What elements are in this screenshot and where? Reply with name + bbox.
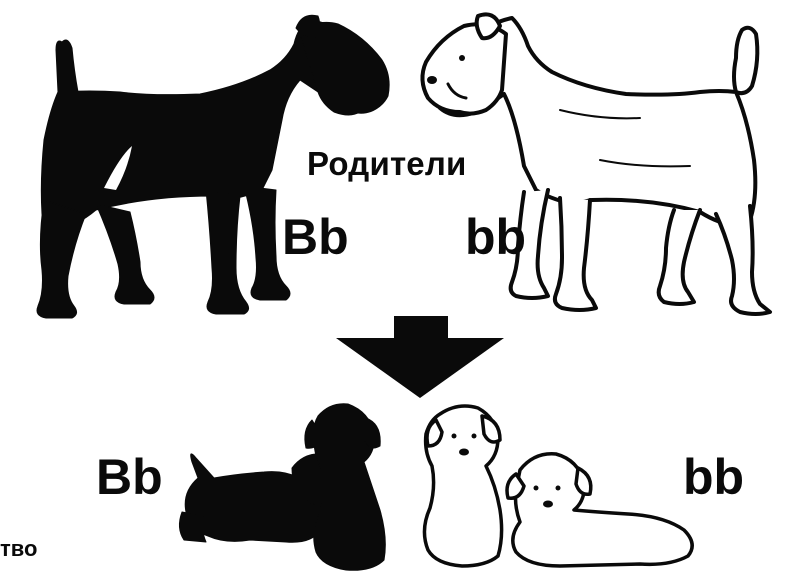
offspring-right-genotype: bb bbox=[683, 448, 744, 506]
down-arrow-icon bbox=[336, 316, 504, 398]
parent-right-genotype: bb bbox=[465, 208, 526, 266]
white-puppy-icon bbox=[424, 406, 692, 566]
offspring-left-genotype: Bb bbox=[96, 448, 163, 506]
black-puppy-icon bbox=[179, 404, 385, 571]
parents-label: Родители bbox=[307, 145, 467, 183]
partial-caption: тво bbox=[0, 536, 37, 562]
parent-left-genotype: Bb bbox=[282, 208, 349, 266]
white-terrier-dog-icon bbox=[422, 14, 770, 314]
